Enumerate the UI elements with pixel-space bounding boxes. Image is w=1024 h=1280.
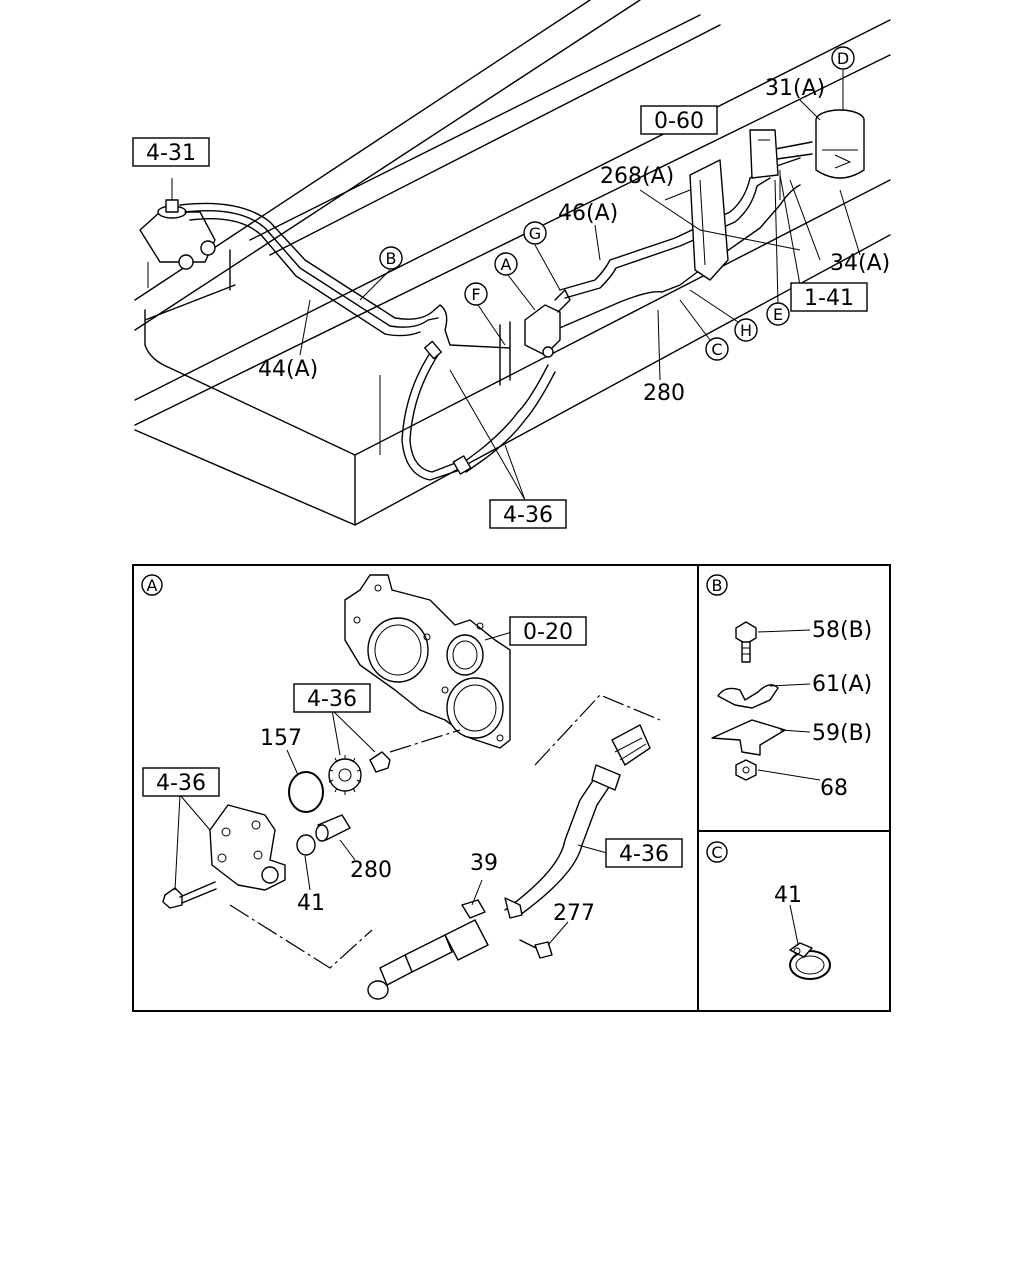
bracket-59b	[711, 719, 786, 756]
flexible-hoses	[401, 340, 556, 481]
ref-box-4-36-a[interactable]: 4-36	[293, 683, 371, 713]
clip-61a	[717, 684, 779, 709]
chassis-frame	[134, 0, 891, 526]
ref-box-0-60-label: 0-60	[654, 109, 704, 134]
valve-block	[499, 289, 571, 386]
panel-c-title-label: C	[711, 843, 722, 862]
ref-box-4-36-c-label: 4-36	[619, 842, 669, 867]
ref-box-4-36-b[interactable]: 4-36	[142, 767, 220, 797]
callout-280-a: 280	[350, 858, 392, 883]
callout-circle-a-top: A	[494, 252, 518, 276]
spacer-280	[315, 814, 351, 842]
callout-61a: 61(A)	[812, 672, 872, 697]
callout-e-label: E	[773, 305, 783, 324]
callout-b-top-label: B	[386, 249, 397, 268]
callout-58b: 58(B)	[812, 618, 872, 643]
callout-277: 277	[553, 901, 595, 926]
leader-lines-top	[299, 70, 861, 501]
callout-41-c: 41	[774, 883, 802, 908]
brake-pipe-44a	[179, 202, 511, 349]
callout-f-label: F	[471, 285, 480, 304]
callout-280-top: 280	[643, 381, 685, 406]
detail-panels-frame	[132, 564, 891, 1012]
callout-31a: 31(A)	[765, 76, 825, 101]
sprocket	[328, 751, 391, 795]
callout-circle-e: E	[766, 302, 790, 326]
bolt-277	[519, 939, 553, 959]
panel-c-title: C	[706, 841, 728, 863]
reservoir	[769, 109, 865, 179]
callout-268a: 268(A)	[600, 164, 674, 189]
panel-b-title-label: B	[712, 576, 723, 595]
ring-41-a	[296, 834, 316, 856]
ref-box-1-41-label: 1-41	[804, 286, 854, 311]
callout-59b: 59(B)	[812, 721, 872, 746]
panel-a: A	[141, 574, 683, 1000]
ref-box-4-36-top[interactable]: 4-36	[489, 499, 567, 529]
callout-44a: 44(A)	[258, 357, 318, 382]
bolt-58b	[735, 621, 757, 663]
bolt-a	[162, 881, 217, 909]
callout-157: 157	[260, 726, 302, 751]
callout-68: 68	[820, 776, 848, 801]
hose-clamp-41	[789, 942, 831, 980]
ref-box-4-36-a-label: 4-36	[307, 687, 357, 712]
callout-circle-b-top: B	[379, 246, 403, 270]
callout-d-label: D	[837, 49, 849, 68]
ref-box-1-41[interactable]: 1-41	[790, 282, 868, 312]
callout-circle-g: G	[523, 221, 547, 245]
panel-c: C 41	[706, 841, 831, 980]
bracket-0-60	[664, 159, 729, 281]
callout-c-top-label: C	[711, 340, 722, 359]
callout-41-a: 41	[297, 891, 325, 916]
callout-a-top-label: A	[501, 255, 512, 274]
ref-box-4-36-top-label: 4-36	[503, 503, 553, 528]
ref-box-0-20-label: 0-20	[523, 620, 573, 645]
ref-box-4-31[interactable]: 4-31	[132, 137, 210, 167]
callout-h-label: H	[740, 321, 752, 340]
panel-b: B 58(B) 61(A) 59(B) 68	[706, 574, 872, 801]
callout-circle-f: F	[464, 282, 488, 306]
callout-circle-c-top: C	[705, 337, 729, 361]
ref-box-0-20[interactable]: 0-20	[509, 616, 587, 646]
panel-a-title: A	[141, 574, 163, 596]
panel-a-title-label: A	[147, 576, 158, 595]
ref-box-4-31-label: 4-31	[146, 141, 196, 166]
panel-b-title: B	[706, 574, 728, 596]
pump-body	[209, 804, 286, 891]
callout-34a: 34(A)	[830, 251, 890, 276]
gasket-plate	[344, 574, 511, 749]
callout-circle-d: D	[831, 46, 855, 70]
callout-g-label: G	[529, 224, 541, 243]
bracket-reservoir	[749, 129, 779, 179]
ref-box-4-36-b-label: 4-36	[156, 771, 206, 796]
callout-circle-h: H	[734, 318, 758, 342]
ref-box-4-36-c[interactable]: 4-36	[605, 838, 683, 868]
ref-box-0-60[interactable]: 0-60	[640, 105, 718, 135]
nut-68	[735, 759, 757, 781]
master-cylinder	[139, 178, 216, 288]
o-ring-157	[288, 771, 324, 813]
callout-46a: 46(A)	[558, 201, 618, 226]
hose-assembly	[367, 724, 651, 1000]
callout-39: 39	[470, 851, 498, 876]
